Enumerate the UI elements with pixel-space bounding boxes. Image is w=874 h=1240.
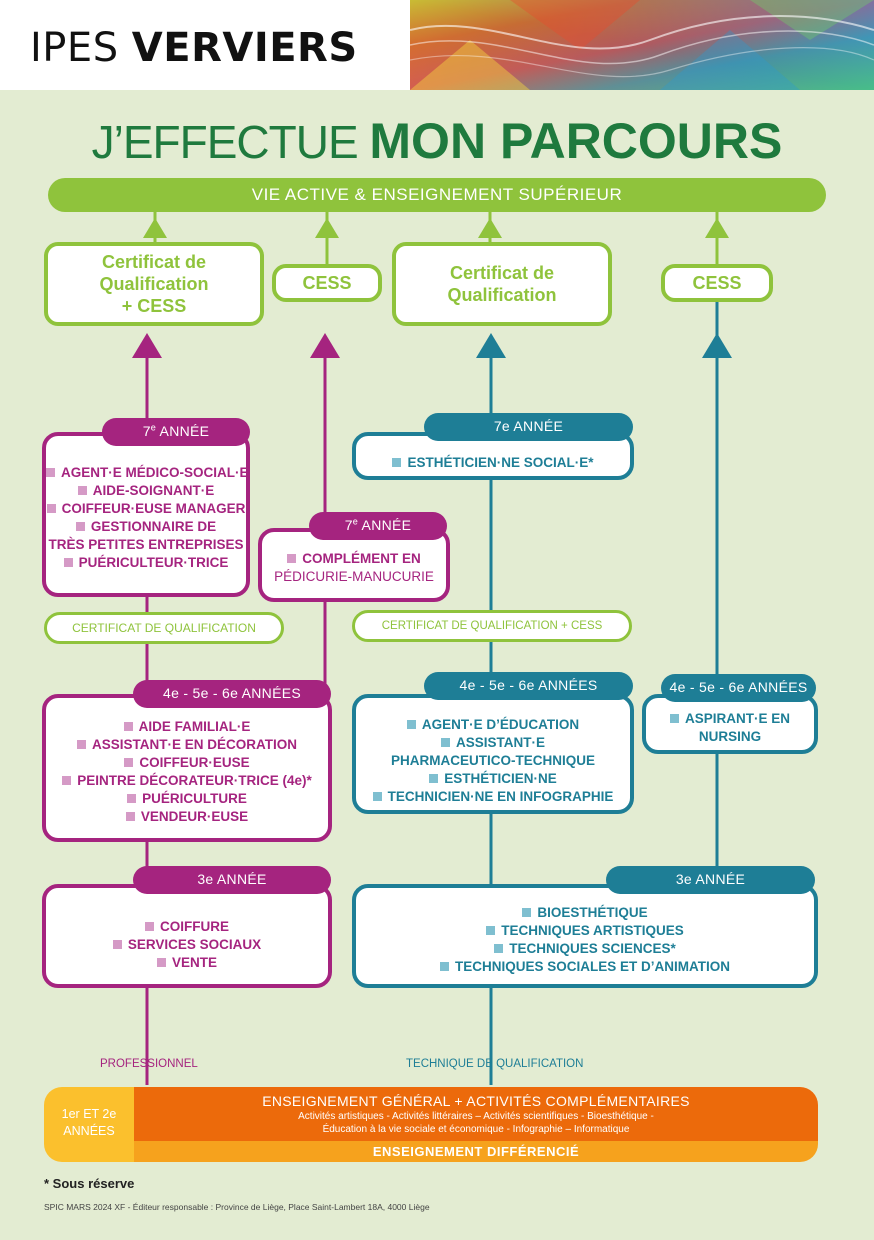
- arrow-up-icon: [143, 218, 167, 238]
- pro-7e-pedicurie-list: COMPLÉMENT EN PÉDICURIE-MANUCURIE: [262, 550, 446, 586]
- tq-456-title: 4e - 5e - 6e ANNÉES: [424, 672, 633, 700]
- list-item: TECHNIQUES ARTISTIQUES: [356, 922, 814, 940]
- track-label-technique-qualification: TECHNIQUE DE QUALIFICATION: [406, 1058, 584, 1070]
- list-item: AGENT·E D’ÉDUCATION: [356, 716, 630, 734]
- transition-456-list: ASPIRANT·E EN NURSING: [646, 710, 814, 746]
- header: IPES VERVIERS: [0, 0, 874, 90]
- list-item: SERVICES SOCIAUX: [46, 936, 328, 954]
- list-item: AGENT·E MÉDICO-SOCIAL·E: [46, 464, 249, 482]
- list-item-continued: TRÈS PETITES ENTREPRISES: [48, 537, 244, 552]
- pro-456-list: AIDE FAMILIAL·E ASSISTANT·E EN DÉCORATIO…: [46, 718, 328, 826]
- activities-line-1: Activités artistiques - Activités littér…: [298, 1111, 654, 1122]
- list-item: BIOESTHÉTIQUE: [356, 904, 814, 922]
- tq-7e-list: ESTHÉTICIEN·NE SOCIAL·E*: [356, 454, 630, 472]
- list-item: ESTHÉTICIEN·NE: [356, 770, 630, 788]
- arrow-up-icon: [705, 218, 729, 238]
- top-destination-bar: VIE ACTIVE & ENSEIGNEMENT SUPÉRIEUR: [48, 178, 826, 212]
- tq-456-list: AGENT·E D’ÉDUCATION ASSISTANT·E PHARMACE…: [356, 716, 630, 806]
- transition-456-title: 4e - 5e - 6e ANNÉES: [661, 674, 816, 702]
- general-education-band: ENSEIGNEMENT GÉNÉRAL + ACTIVITÉS COMPLÉM…: [134, 1087, 818, 1141]
- page-title: J’EFFECTUE MON PARCOURS: [0, 112, 874, 170]
- pro-456-title: 4e - 5e - 6e ANNÉES: [133, 680, 331, 708]
- list-item: COIFFEUR·EUSE: [46, 754, 328, 772]
- outcome-cess-1: CESS: [272, 264, 382, 302]
- pro-7e-title: 7e ANNÉE: [102, 418, 250, 446]
- title-part1: J’EFFECTUE: [91, 116, 370, 168]
- header-banner-image: [410, 0, 874, 90]
- outcome-cess-2: CESS: [661, 264, 773, 302]
- list-item: ASSISTANT·E: [356, 734, 630, 752]
- list-item-continued: PHARMACEUTICO-TECHNIQUE: [391, 753, 595, 768]
- list-item: TECHNICIEN·NE EN INFOGRAPHIE: [356, 788, 630, 806]
- list-item: VENDEUR·EUSE: [46, 808, 328, 826]
- title-part2: MON PARCOURS: [369, 113, 783, 169]
- list-item: ASPIRANT·E EN: [646, 710, 814, 728]
- tq-certificat-qualification-cess: CERTIFICAT DE QUALIFICATION + CESS: [352, 610, 632, 642]
- activities-line-2: Éducation à la vie sociale et économique…: [322, 1124, 630, 1135]
- list-item: ESTHÉTICIEN·NE SOCIAL·E*: [356, 454, 630, 472]
- outcome-cq-cess: Certificat de Qualification + CESS: [44, 242, 264, 326]
- pro-3e-box: COIFFURE SERVICES SOCIAUX VENTE: [42, 884, 332, 988]
- arrow-up-icon: [315, 218, 339, 238]
- pro-3e-title: 3e ANNÉE: [133, 866, 331, 894]
- tq-3e-title: 3e ANNÉE: [606, 866, 815, 894]
- list-item: GESTIONNAIRE DE: [46, 518, 246, 536]
- common-base-band: 1er ET 2e ANNÉES ENSEIGNEMENT GÉNÉRAL + …: [44, 1087, 818, 1162]
- list-item: TECHNIQUES SOCIALES ET D’ANIMATION: [356, 958, 814, 976]
- publisher-footer: SPIC MARS 2024 XF - Éditeur responsable …: [44, 1202, 430, 1212]
- list-item: PUÉRICULTEUR·TRICE: [46, 554, 246, 572]
- pro-7e-list: AGENT·E MÉDICO-SOCIAL·E AIDE-SOIGNANT·E …: [46, 464, 249, 572]
- logo-light: IPES: [30, 25, 132, 71]
- arrow-up-icon: [132, 333, 162, 358]
- tq-3e-box: BIOESTHÉTIQUE TECHNIQUES ARTISTIQUES TEC…: [352, 884, 818, 988]
- list-item: AIDE-SOIGNANT·E: [46, 482, 246, 500]
- tq-3e-list: BIOESTHÉTIQUE TECHNIQUES ARTISTIQUES TEC…: [356, 904, 814, 976]
- arrow-up-icon: [478, 218, 502, 238]
- list-item-continued: NURSING: [698, 729, 762, 744]
- first-years-label: 1er ET 2e ANNÉES: [44, 1087, 134, 1162]
- pro-certificat-qualification: CERTIFICAT DE QUALIFICATION: [44, 612, 284, 644]
- list-item: COMPLÉMENT EN: [262, 550, 446, 568]
- transition-456-box: ASPIRANT·E EN NURSING: [642, 694, 818, 754]
- school-logo: IPES VERVIERS: [30, 24, 358, 72]
- list-item: TECHNIQUES SCIENCES*: [356, 940, 814, 958]
- list-item: COIFFEUR·EUSE MANAGER: [46, 500, 246, 518]
- arrow-up-icon: [476, 333, 506, 358]
- list-item-continued: PÉDICURIE-MANUCURIE: [274, 569, 434, 584]
- pro-456-box: AIDE FAMILIAL·E ASSISTANT·E EN DÉCORATIO…: [42, 694, 332, 842]
- list-item: PUÉRICULTURE: [46, 790, 328, 808]
- logo-bold: VERVIERS: [131, 25, 358, 71]
- arrow-up-icon: [310, 333, 340, 358]
- pro-7e-box: AGENT·E MÉDICO-SOCIAL·E AIDE-SOIGNANT·E …: [42, 432, 250, 597]
- general-education-title: ENSEIGNEMENT GÉNÉRAL + ACTIVITÉS COMPLÉM…: [262, 1093, 690, 1109]
- tq-7e-title: 7e ANNÉE: [424, 413, 633, 441]
- list-item: VENTE: [46, 954, 328, 972]
- differentiated-education-band: ENSEIGNEMENT DIFFÉRENCIÉ: [134, 1141, 818, 1162]
- pro-3e-list: COIFFURE SERVICES SOCIAUX VENTE: [46, 918, 328, 972]
- track-label-professionnel: PROFESSIONNEL: [100, 1058, 198, 1070]
- arrow-up-icon: [702, 333, 732, 358]
- list-item: AIDE FAMILIAL·E: [46, 718, 328, 736]
- list-item: PEINTRE DÉCORATEUR·TRICE (4e)*: [46, 772, 328, 790]
- list-item: ASSISTANT·E EN DÉCORATION: [46, 736, 328, 754]
- tq-456-box: AGENT·E D’ÉDUCATION ASSISTANT·E PHARMACE…: [352, 694, 634, 814]
- footnote: * Sous réserve: [44, 1176, 135, 1191]
- pro-7e-pedicurie-title: 7e ANNÉE: [309, 512, 447, 540]
- outcome-cq: Certificat de Qualification: [392, 242, 612, 326]
- list-item: COIFFURE: [46, 918, 328, 936]
